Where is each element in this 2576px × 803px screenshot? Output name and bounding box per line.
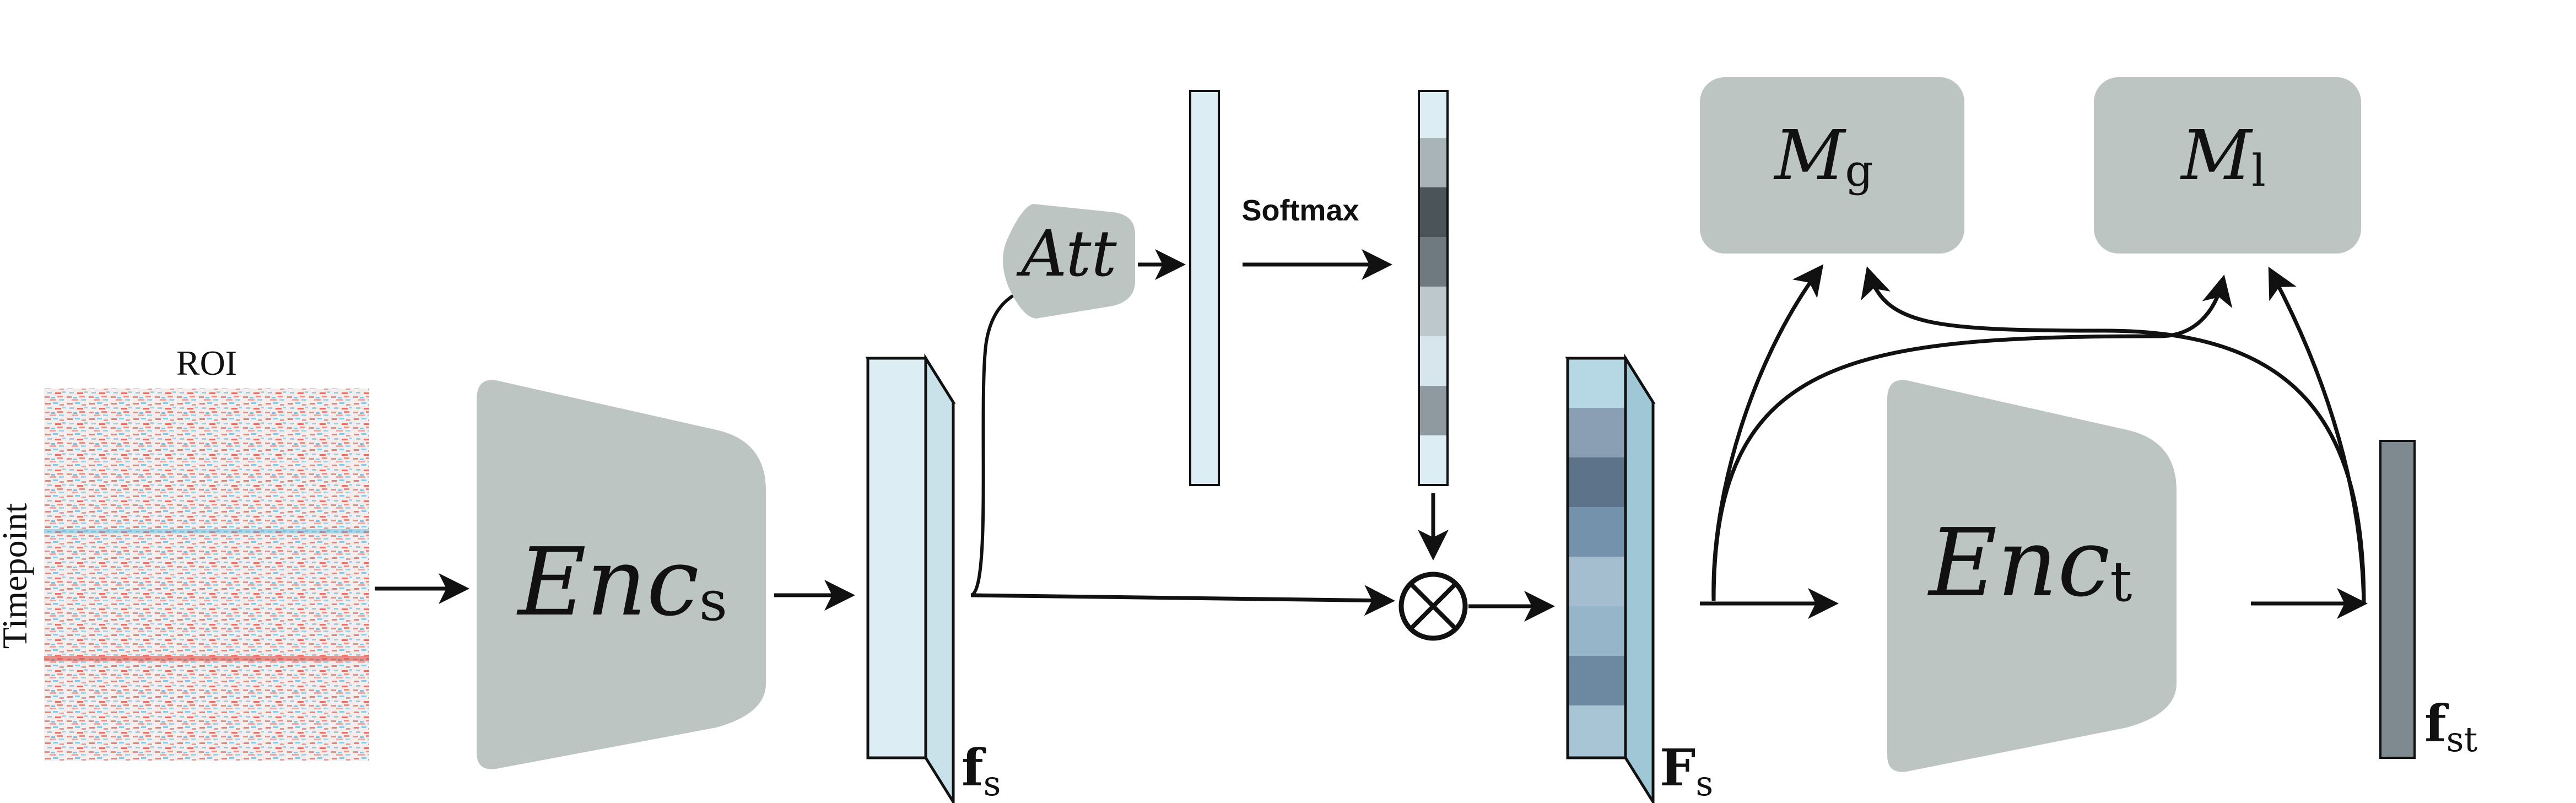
connector-fst-to-ml bbox=[2268, 266, 2366, 604]
fs-main: f bbox=[962, 738, 986, 797]
att-block bbox=[1003, 204, 1135, 319]
att-label: Att bbox=[1016, 217, 1117, 291]
connector-fs-to-att bbox=[970, 290, 1020, 597]
fs-feature-slab bbox=[865, 353, 956, 803]
timepoint-label: Timepoint bbox=[0, 503, 34, 649]
enc-t-label: Enct bbox=[1927, 509, 2132, 618]
mg-label: Mg bbox=[1773, 116, 1873, 196]
enc-t-main: Enc bbox=[1927, 509, 2110, 618]
roi-heatmap bbox=[44, 389, 369, 761]
Fs-sub: s bbox=[1695, 763, 1713, 803]
enc-s-main: Enc bbox=[516, 528, 699, 637]
attention-vector bbox=[1189, 90, 1220, 486]
fst-feature-vector bbox=[2379, 440, 2416, 759]
arrow-fs-to-multiply bbox=[970, 585, 1395, 616]
softmax-weight-vector bbox=[1418, 90, 1449, 486]
mg-block bbox=[1700, 77, 1964, 254]
enc-t-block bbox=[1887, 380, 2177, 772]
connector-Fs-to-ml bbox=[1711, 274, 2233, 601]
ml-label: Ml bbox=[2180, 116, 2266, 196]
ml-sub: l bbox=[2251, 145, 2266, 196]
mg-main: M bbox=[1773, 116, 1846, 196]
fs-sub: s bbox=[984, 763, 1001, 803]
enc-s-label: Encs bbox=[516, 528, 727, 637]
softmax-label: Softmax bbox=[1241, 194, 1359, 227]
ml-block bbox=[2094, 77, 2361, 254]
Fs-main: F bbox=[1660, 738, 1695, 797]
enc-s-block bbox=[477, 380, 766, 769]
enc-t-sub: t bbox=[2110, 549, 2132, 614]
ml-main: M bbox=[2180, 116, 2253, 196]
fst-sub: st bbox=[2447, 719, 2478, 759]
fst-label: fst bbox=[2424, 694, 2477, 759]
roi-label: ROI bbox=[176, 343, 237, 382]
fs-label: fs bbox=[962, 738, 1001, 803]
circled-times-icon bbox=[1398, 572, 1468, 641]
fst-main: f bbox=[2424, 694, 2449, 753]
enc-s-sub: s bbox=[699, 569, 727, 633]
connector-Fs-to-mg bbox=[1711, 264, 1824, 601]
Fs-label: Fs bbox=[1660, 738, 1713, 803]
mg-sub: g bbox=[1845, 145, 1873, 196]
Fs-feature-slab bbox=[1565, 353, 1656, 803]
